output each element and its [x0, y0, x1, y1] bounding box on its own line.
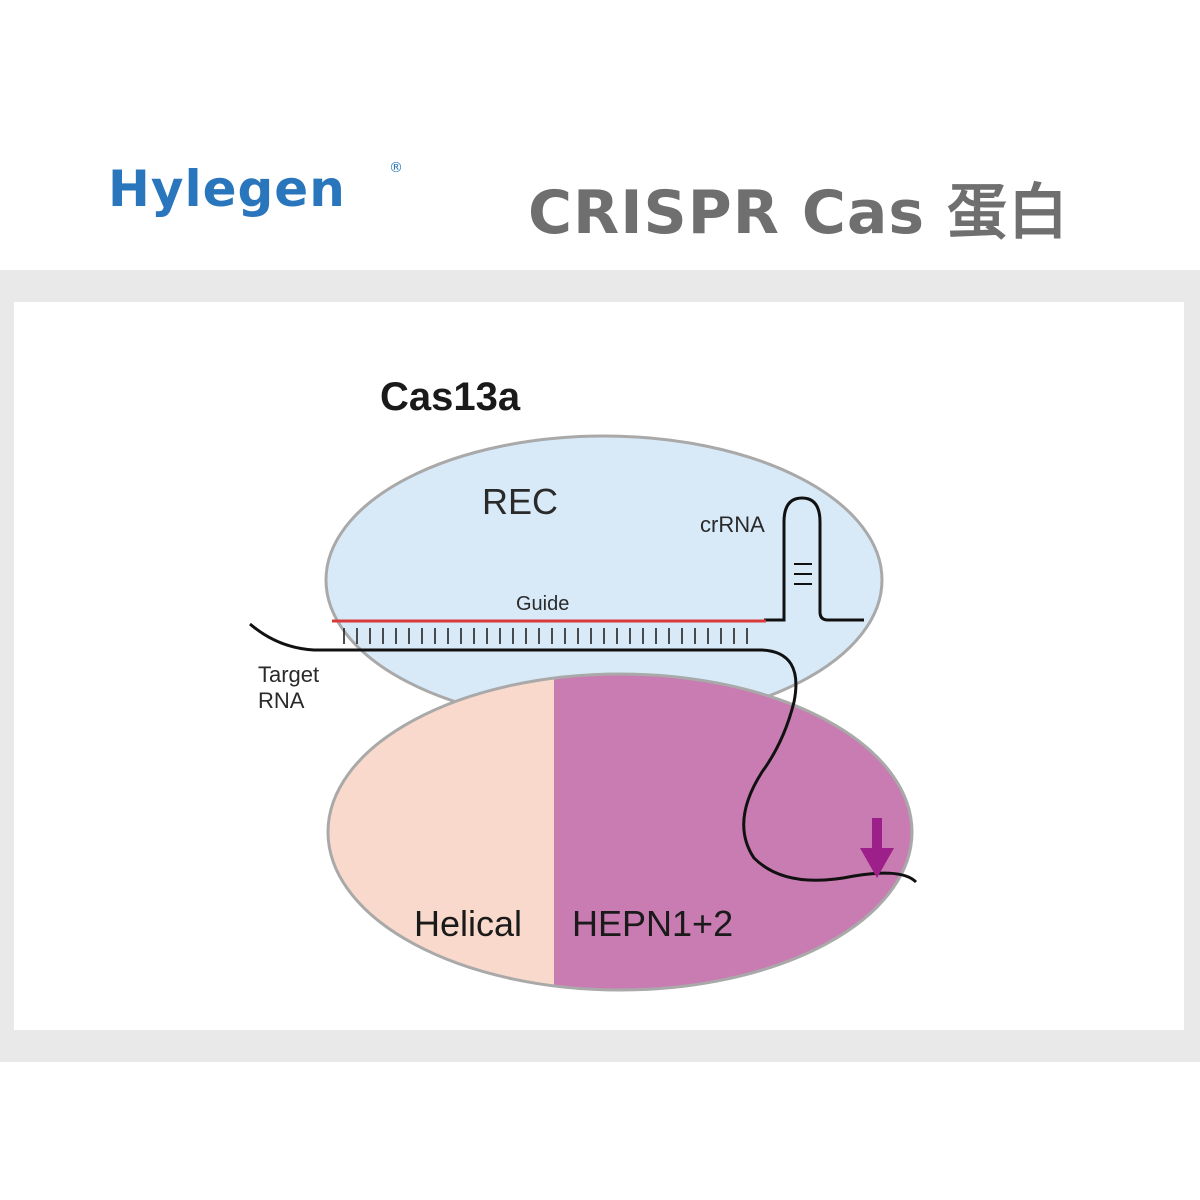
target-rna-label-line1: Target [258, 662, 319, 687]
base-pairs [343, 628, 748, 644]
cas13a-diagram: Cas13a REC Helical HEPN1+2 crRNA Guide [249, 375, 918, 992]
cleavage-arrow-icon [860, 818, 894, 878]
diagram-title: Cas13a [380, 375, 521, 419]
figure-frame: Cas13a REC Helical HEPN1+2 crRNA Guide [0, 270, 1200, 1062]
page-title: CRISPR Cas 蛋白 [528, 178, 1069, 248]
crrna-hairpin [764, 496, 864, 622]
figure-panel: Cas13a REC Helical HEPN1+2 crRNA Guide [14, 302, 1184, 1030]
hepn-label: HEPN1+2 [572, 903, 733, 944]
registered-mark: ® [389, 160, 403, 176]
target-rna-strand [249, 622, 918, 884]
helical-domain [328, 674, 554, 990]
rec-label: REC [482, 481, 558, 522]
brand-logo: Hylegen [108, 160, 346, 218]
guide-label: Guide [516, 593, 569, 615]
header: Hylegen ® CRISPR Cas 蛋白 [0, 0, 1200, 270]
target-rna-label-line2: RNA [258, 688, 305, 713]
helical-label: Helical [414, 903, 522, 944]
crrna-label: crRNA [700, 512, 765, 537]
nuclease-lobe-outline [326, 672, 914, 992]
